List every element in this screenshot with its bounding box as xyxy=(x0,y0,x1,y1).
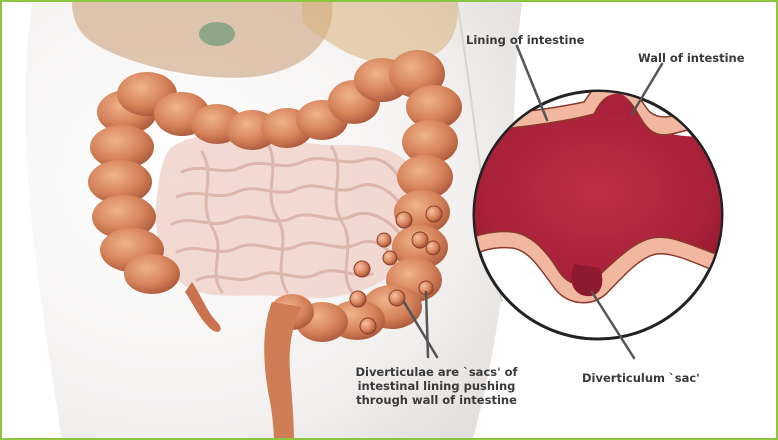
label-diverticulae-line1: Diverticulae are `sacs' of xyxy=(324,365,549,379)
label-wall-of-intestine: Wall of intestine xyxy=(638,51,745,65)
label-diverticulae-line3: through wall of intestine xyxy=(324,393,549,407)
label-diverticulae-line2: intestinal lining pushing xyxy=(324,379,549,393)
label-lining-of-intestine: Lining of intestine xyxy=(466,33,584,47)
small-intestine xyxy=(156,133,420,298)
label-diverticulum-sac: Diverticulum `sac' xyxy=(582,371,700,385)
label-diverticulae-description: Diverticulae are `sacs' of intestinal li… xyxy=(324,365,549,407)
